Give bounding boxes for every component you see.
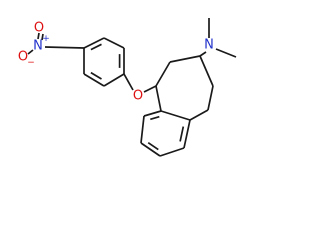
bond-ring1-a-b [83,37,105,49]
bond-ring1-a-b-inner [90,43,102,51]
bond-ring1-b-c [103,37,125,49]
atom-nitro-oxygen-double: O [34,21,44,36]
atom-label-n-nitro: N [33,39,43,54]
atom-label-o-nitro-single: O [18,50,28,65]
bond-o-ether-c9 [143,85,157,93]
bond-ring1-e-f [83,73,105,87]
charge-label-o-nitro-single: − [27,58,35,68]
bond-ring2-f-a-inner [150,115,160,121]
bond-ring7-c5-c4a [189,109,209,121]
bond-ring2-b-c-inner [179,126,185,142]
atom-ether-oxygen: O [133,89,143,104]
bond-ring2-c-d [159,147,185,157]
bond-ring7-c8-c7 [169,55,201,63]
bond-ring7-c7-c6 [199,55,214,87]
bond-c7-n [199,51,207,57]
bond-nitro-n-o-double-b [41,33,44,41]
molecule-structure: N O N + O O − [18,18,237,157]
bond-n-methyl-right [215,48,237,58]
bond-nitro-n-o-single [27,49,34,55]
bond-layer [27,18,237,157]
bond-ring1-o-ether [123,73,134,91]
bond-ring2-d-e-inner [147,141,159,151]
bond-ring2-a-b [160,110,191,121]
bond-ring2-f-a [143,110,162,117]
bond-ring7-c9-c9a [155,85,162,112]
atom-label-n-dimethylamino: N [204,38,214,53]
atom-dimethylamino-nitrogen: N [204,38,214,53]
atom-label-o-ether: O [133,89,143,104]
bond-ring1-d-e [103,73,125,87]
atom-label-o-nitro-double: O [34,21,44,36]
molecule-canvas: N O N + O O − [18,18,237,157]
bond-ring7-c6-c5 [207,85,214,111]
bond-ring2-b-c [183,119,191,149]
bond-nitro-n-o-double-a [37,32,40,40]
charge-label-n-nitro: + [42,34,50,44]
bond-ring7-c9-c8 [155,61,171,87]
bond-ring2-d-e [140,142,161,157]
bond-ring1-e-f-inner [90,71,102,80]
bond-ring-nitro-n [44,46,85,49]
atom-nitro-oxygen-single: O − [18,50,35,69]
atom-nitro-nitrogen: N + [33,34,50,54]
bond-ring2-e-f [140,115,145,144]
